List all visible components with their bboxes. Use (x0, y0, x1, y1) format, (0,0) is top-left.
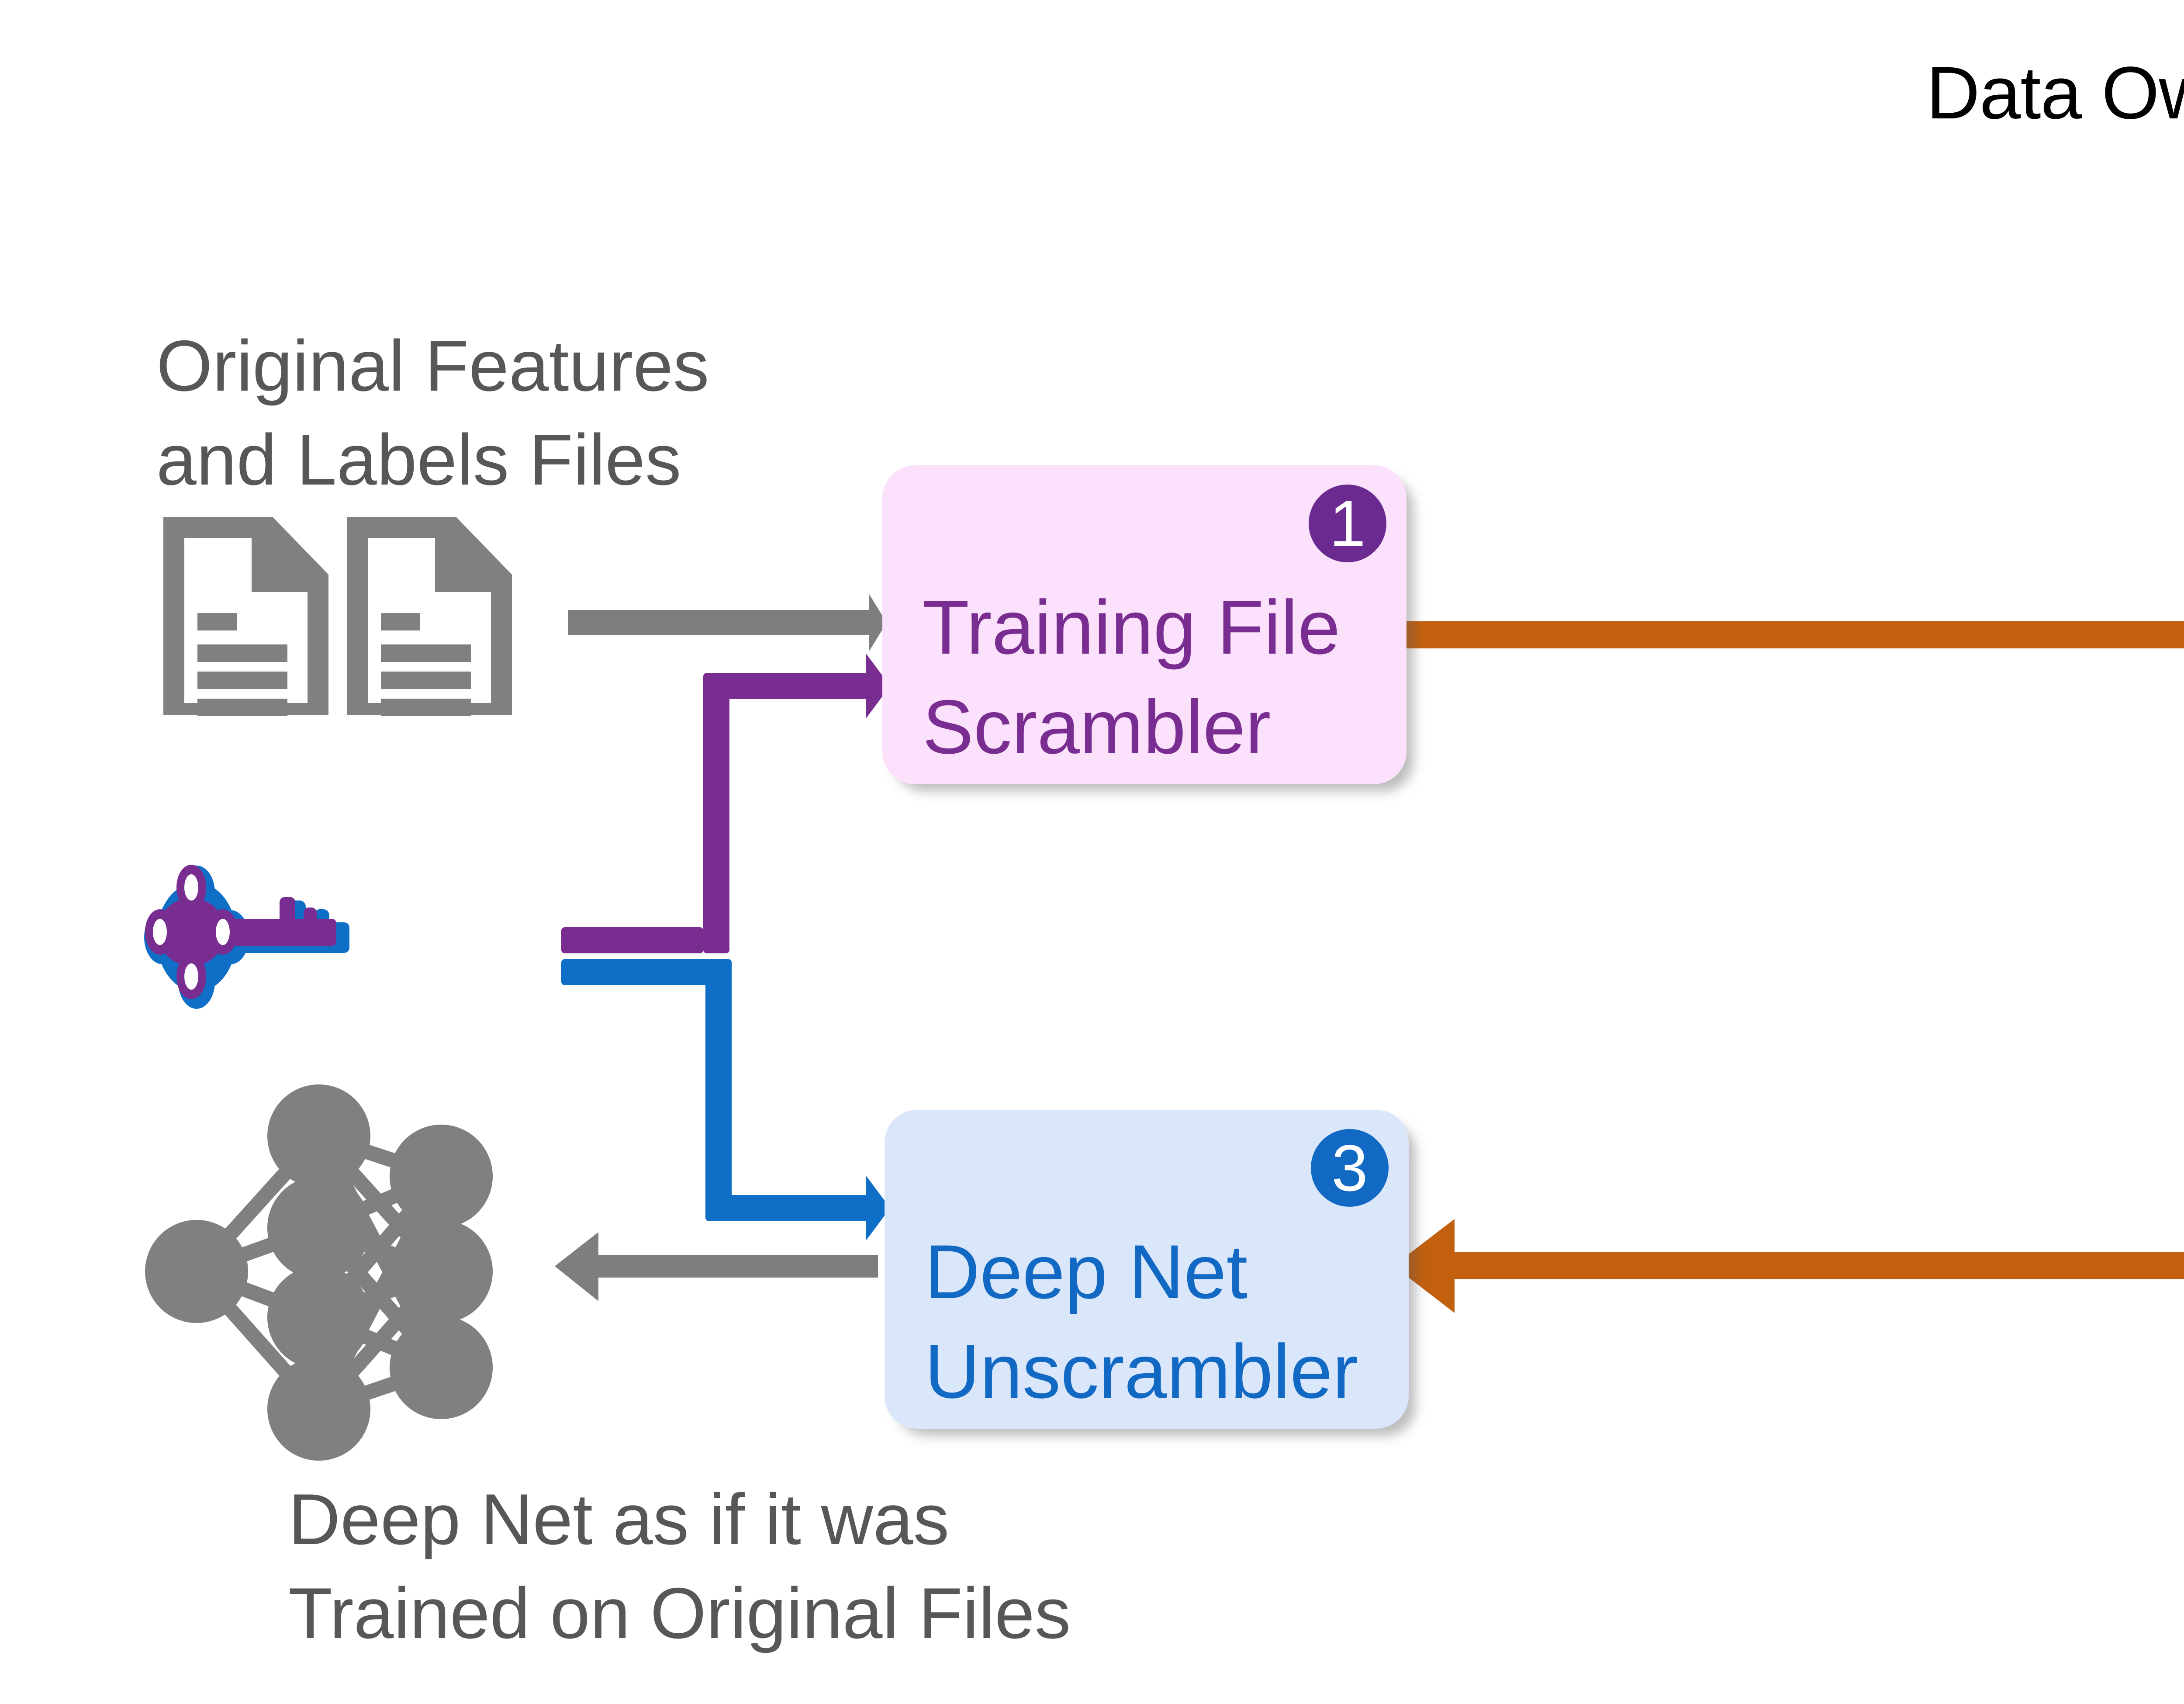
flow-machine-learning-to-unscrambler (1393, 1219, 2184, 1313)
badge-step-3-number: 3 (1331, 1131, 1368, 1205)
badge-step-1-number: 1 (1329, 486, 1366, 560)
badge-step-1: 1 (1309, 485, 1386, 562)
key-icon (144, 865, 507, 1009)
neural-network-gray-icon (144, 1084, 511, 1461)
label-deep-net-as-if-trained-on-original-files: Deep Net as if it was Trained on Origina… (288, 1479, 1071, 1653)
label-original-features-and-labels-files: Original Features and Labels Files (156, 326, 709, 500)
badge-step-3: 3 (1311, 1129, 1389, 1207)
flow-unscrambler-to-deep-net (555, 1232, 878, 1301)
box-deep-net-unscrambler-title: Deep Net Unscrambler (925, 1230, 1358, 1414)
box-training-file-scrambler[interactable]: 1 Training File Scrambler (882, 465, 1406, 784)
flow-scrambler-to-scrambled-files (1361, 621, 2184, 648)
header-data-owner: Data Owner (1926, 52, 2184, 135)
original-documents-icon-group (162, 513, 520, 719)
flow-key-to-scrambler (561, 653, 890, 953)
box-training-file-scrambler-title: Training File Scrambler (923, 585, 1341, 770)
box-deep-net-unscrambler[interactable]: 3 Deep Net Unscrambler (885, 1110, 1409, 1429)
flow-key-to-unscrambler (561, 959, 890, 1241)
flow-original-files-to-scrambler (568, 594, 887, 651)
